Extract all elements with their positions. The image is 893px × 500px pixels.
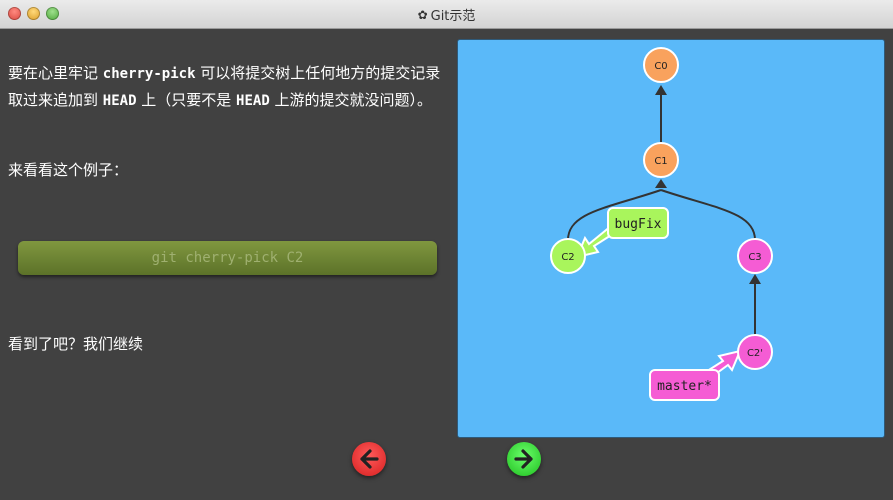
maximize-window-button[interactable] — [46, 7, 59, 20]
window-title-text: Git示范 — [430, 9, 476, 24]
arrowhead-c0 — [655, 85, 667, 95]
commit-c3[interactable]: C3 — [737, 238, 773, 274]
commit-c2-prime[interactable]: C2' — [737, 334, 773, 370]
branch-master[interactable]: master* — [649, 369, 720, 401]
continue-paragraph: 看到了吧？我们继续 — [8, 335, 144, 353]
example-paragraph: 来看看这个例子： — [8, 161, 129, 179]
commit-graph: C0 C1 C2 C3 C2' bugFix master* — [550, 47, 773, 401]
branch-bugfix-label: bugFix — [615, 217, 662, 232]
git-visualization: C0 C1 C2 C3 C2' bugFix master* — [457, 39, 885, 438]
close-window-button[interactable] — [8, 7, 21, 20]
branch-bugfix[interactable]: bugFix — [607, 207, 669, 239]
git-command-button[interactable]: git cherry-pick C2 — [18, 241, 437, 275]
arrow-right-icon — [514, 449, 533, 469]
intro-text-3: 上（只要不是 — [136, 91, 237, 109]
commit-c1[interactable]: C1 — [643, 142, 679, 178]
commit-c2-label: C2 — [561, 252, 574, 263]
minimize-window-button[interactable] — [27, 7, 40, 20]
branch-master-label: master* — [657, 379, 712, 394]
commit-c1-label: C1 — [654, 156, 667, 167]
commit-c0-label: C0 — [654, 61, 667, 72]
arrowhead-c3 — [749, 274, 761, 284]
code-head-1: HEAD — [102, 93, 137, 109]
window-title: ✿ Git示范 — [0, 0, 893, 29]
commit-c2[interactable]: C2 — [550, 238, 586, 274]
code-head-2: HEAD — [236, 93, 270, 109]
intro-paragraph: 要在心里牢记 cherry-pick 可以将提交树上任何地方的提交记录取过来追加… — [8, 60, 448, 114]
arrow-left-icon — [360, 449, 379, 469]
commit-c3-label: C3 — [748, 252, 761, 263]
back-button[interactable] — [352, 442, 386, 476]
arrowhead-c1 — [655, 179, 667, 188]
intro-text-4: 上游的提交就没问题）。 — [269, 91, 433, 109]
edge-c3-c1 — [660, 189, 756, 241]
commit-c2-prime-label: C2' — [747, 348, 763, 359]
title-bar: ✿ Git示范 — [0, 0, 893, 29]
intro-text-2: 可以将提交树上任何地方的提交记录取过来追加到 — [8, 64, 441, 109]
code-cherry-pick: cherry-pick — [102, 66, 196, 82]
forward-button[interactable] — [507, 442, 541, 476]
gear-icon: ✿ — [417, 7, 428, 22]
edge-c2-c1 — [567, 189, 662, 241]
commit-c0[interactable]: C0 — [643, 47, 679, 83]
intro-text-1: 要在心里牢记 — [8, 64, 103, 82]
